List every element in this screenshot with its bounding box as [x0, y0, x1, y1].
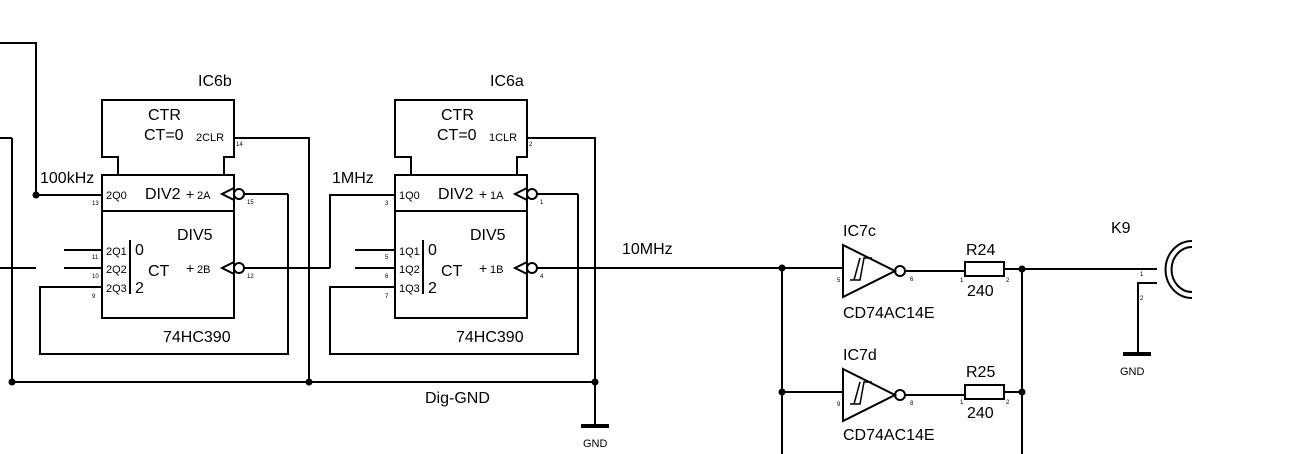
ic7d-pin-out: 8 — [910, 401, 914, 407]
gnd-symbol-counters — [581, 424, 609, 428]
ic7d-part: CD74AC14E — [843, 427, 935, 444]
r25-value: 240 — [967, 405, 994, 422]
ic6a-plus-a: + — [479, 186, 487, 202]
k9-ref: K9 — [1111, 220, 1131, 237]
ic6b-q3: 2Q3 — [106, 283, 127, 295]
ic6b-ct: CT — [148, 263, 170, 280]
ic7d: IC7d 9 8 CD74AC14E — [782, 347, 965, 444]
ic6b-clk-b: 2B — [197, 264, 210, 276]
ic6a-part: 74HC390 — [456, 329, 524, 346]
ic6b-ref: IC6b — [198, 73, 232, 90]
left-wires — [0, 42, 102, 382]
ic6a-pin-q2: 6 — [385, 274, 389, 280]
ic6a-n0: 0 — [428, 242, 437, 259]
ic6b-q1: 2Q1 — [106, 246, 127, 258]
ic6b-pin-a: 15 — [247, 200, 254, 206]
ic6a: IC6a CTR CT=0 1CLR 2 1Q0 DIV2 + 1A DIV5 … — [385, 73, 782, 346]
ic6a-clk-a: 1A — [490, 190, 504, 202]
ic6b-clr: 2CLR — [196, 132, 224, 144]
r24-pin1: 1 — [960, 278, 964, 284]
ic6a-clk-b: 1B — [490, 264, 503, 276]
buffer-rail-in — [778, 264, 786, 454]
ic6a-pin-clr: 2 — [529, 142, 533, 148]
net-1mhz: 1MHz — [332, 170, 374, 187]
ic6b-clk-a: 2A — [197, 190, 211, 202]
ic6b-wiring — [39, 137, 310, 382]
ic6a-q1: 1Q1 — [399, 246, 420, 258]
k9-pin1: 1 — [1140, 272, 1144, 278]
ic6b-pin-q1: 11 — [92, 255, 99, 261]
ic6b-plus-a: + — [186, 186, 194, 202]
ic6a-q2: 1Q2 — [399, 264, 420, 276]
ic6b-ctr: CTR — [148, 107, 181, 124]
k9-pin2: 2 — [1140, 296, 1144, 302]
ic7d-pin-in: 9 — [837, 402, 841, 408]
ic6a-ref: IC6a — [490, 73, 524, 90]
ic6a-plus-b: + — [479, 260, 487, 276]
ic6b-pin-q2: 10 — [92, 274, 99, 280]
k9-connector: K9 1 2 GND — [1111, 220, 1193, 378]
ic7c-pin-in: 5 — [837, 278, 841, 284]
ic6b-div2: DIV2 — [145, 186, 181, 203]
ic6b-pin-q3: 9 — [92, 294, 96, 300]
ic6a-div2: DIV2 — [438, 186, 474, 203]
ic6a-q3: 1Q3 — [399, 283, 420, 295]
r25-pin1: 1 — [960, 400, 964, 406]
r24-ref: R24 — [966, 242, 995, 259]
ic7c: IC7c 5 6 CD74AC14E — [782, 223, 965, 322]
ic6b-div5: DIV5 — [177, 227, 213, 244]
ic6a-pin-q3: 7 — [385, 294, 389, 300]
dig-gnd-label: Dig-GND — [425, 390, 490, 407]
ic6a-pin-b: 4 — [540, 274, 544, 280]
ic6b-n2: 2 — [135, 280, 144, 297]
ic6a-pin-q0: 3 — [385, 201, 389, 207]
ic6b-n0: 0 — [135, 242, 144, 259]
ic6a-pin-q1: 5 — [385, 255, 389, 261]
r25: R25 240 1 2 — [960, 364, 1022, 422]
ic6a-ct: CT — [441, 263, 463, 280]
r24-value: 240 — [967, 283, 994, 300]
r24-pin2: 2 — [1006, 278, 1010, 284]
ic6b-plus-b: + — [186, 260, 194, 276]
r24: R24 240 1 2 — [960, 242, 1022, 300]
net-100khz: 100kHz — [40, 170, 94, 187]
ic6b-pin-clr: 14 — [236, 142, 243, 148]
ic6b: IC6b CTR CT=0 2CLR 14 2Q0 DIV2 + 2A DIV5… — [92, 73, 330, 346]
gnd-label-counters: GND — [583, 438, 608, 450]
ic6a-div5: DIV5 — [470, 227, 506, 244]
ic6a-ctr: CTR — [441, 107, 474, 124]
ic7c-ref: IC7c — [843, 223, 876, 240]
r25-pin2: 2 — [1006, 400, 1010, 406]
net-10mhz: 10MHz — [622, 241, 673, 258]
ic7c-pin-out: 6 — [910, 277, 914, 283]
ic6b-q0: 2Q0 — [106, 190, 127, 202]
dig-gnd-bus — [8, 378, 599, 425]
ic7d-ref: IC7d — [843, 347, 877, 364]
ic6b-q2: 2Q2 — [106, 264, 127, 276]
ic6a-q0: 1Q0 — [399, 190, 420, 202]
ic6b-pin-q0: 13 — [92, 201, 99, 207]
ic6a-pin-a: 1 — [540, 200, 544, 206]
ic6b-pin-b: 12 — [247, 274, 254, 280]
k9-gnd-label: GND — [1120, 366, 1145, 378]
ic6a-clr: 1CLR — [489, 132, 517, 144]
ic6a-n2: 2 — [428, 280, 437, 297]
ic6a-wiring — [329, 137, 596, 382]
ic6b-part: 74HC390 — [163, 329, 231, 346]
output-rail — [1018, 265, 1157, 454]
ic6b-ct0: CT=0 — [144, 127, 184, 144]
ic6a-ct0: CT=0 — [437, 127, 477, 144]
r25-ref: R25 — [966, 364, 995, 381]
ic7c-part: CD74AC14E — [843, 305, 935, 322]
